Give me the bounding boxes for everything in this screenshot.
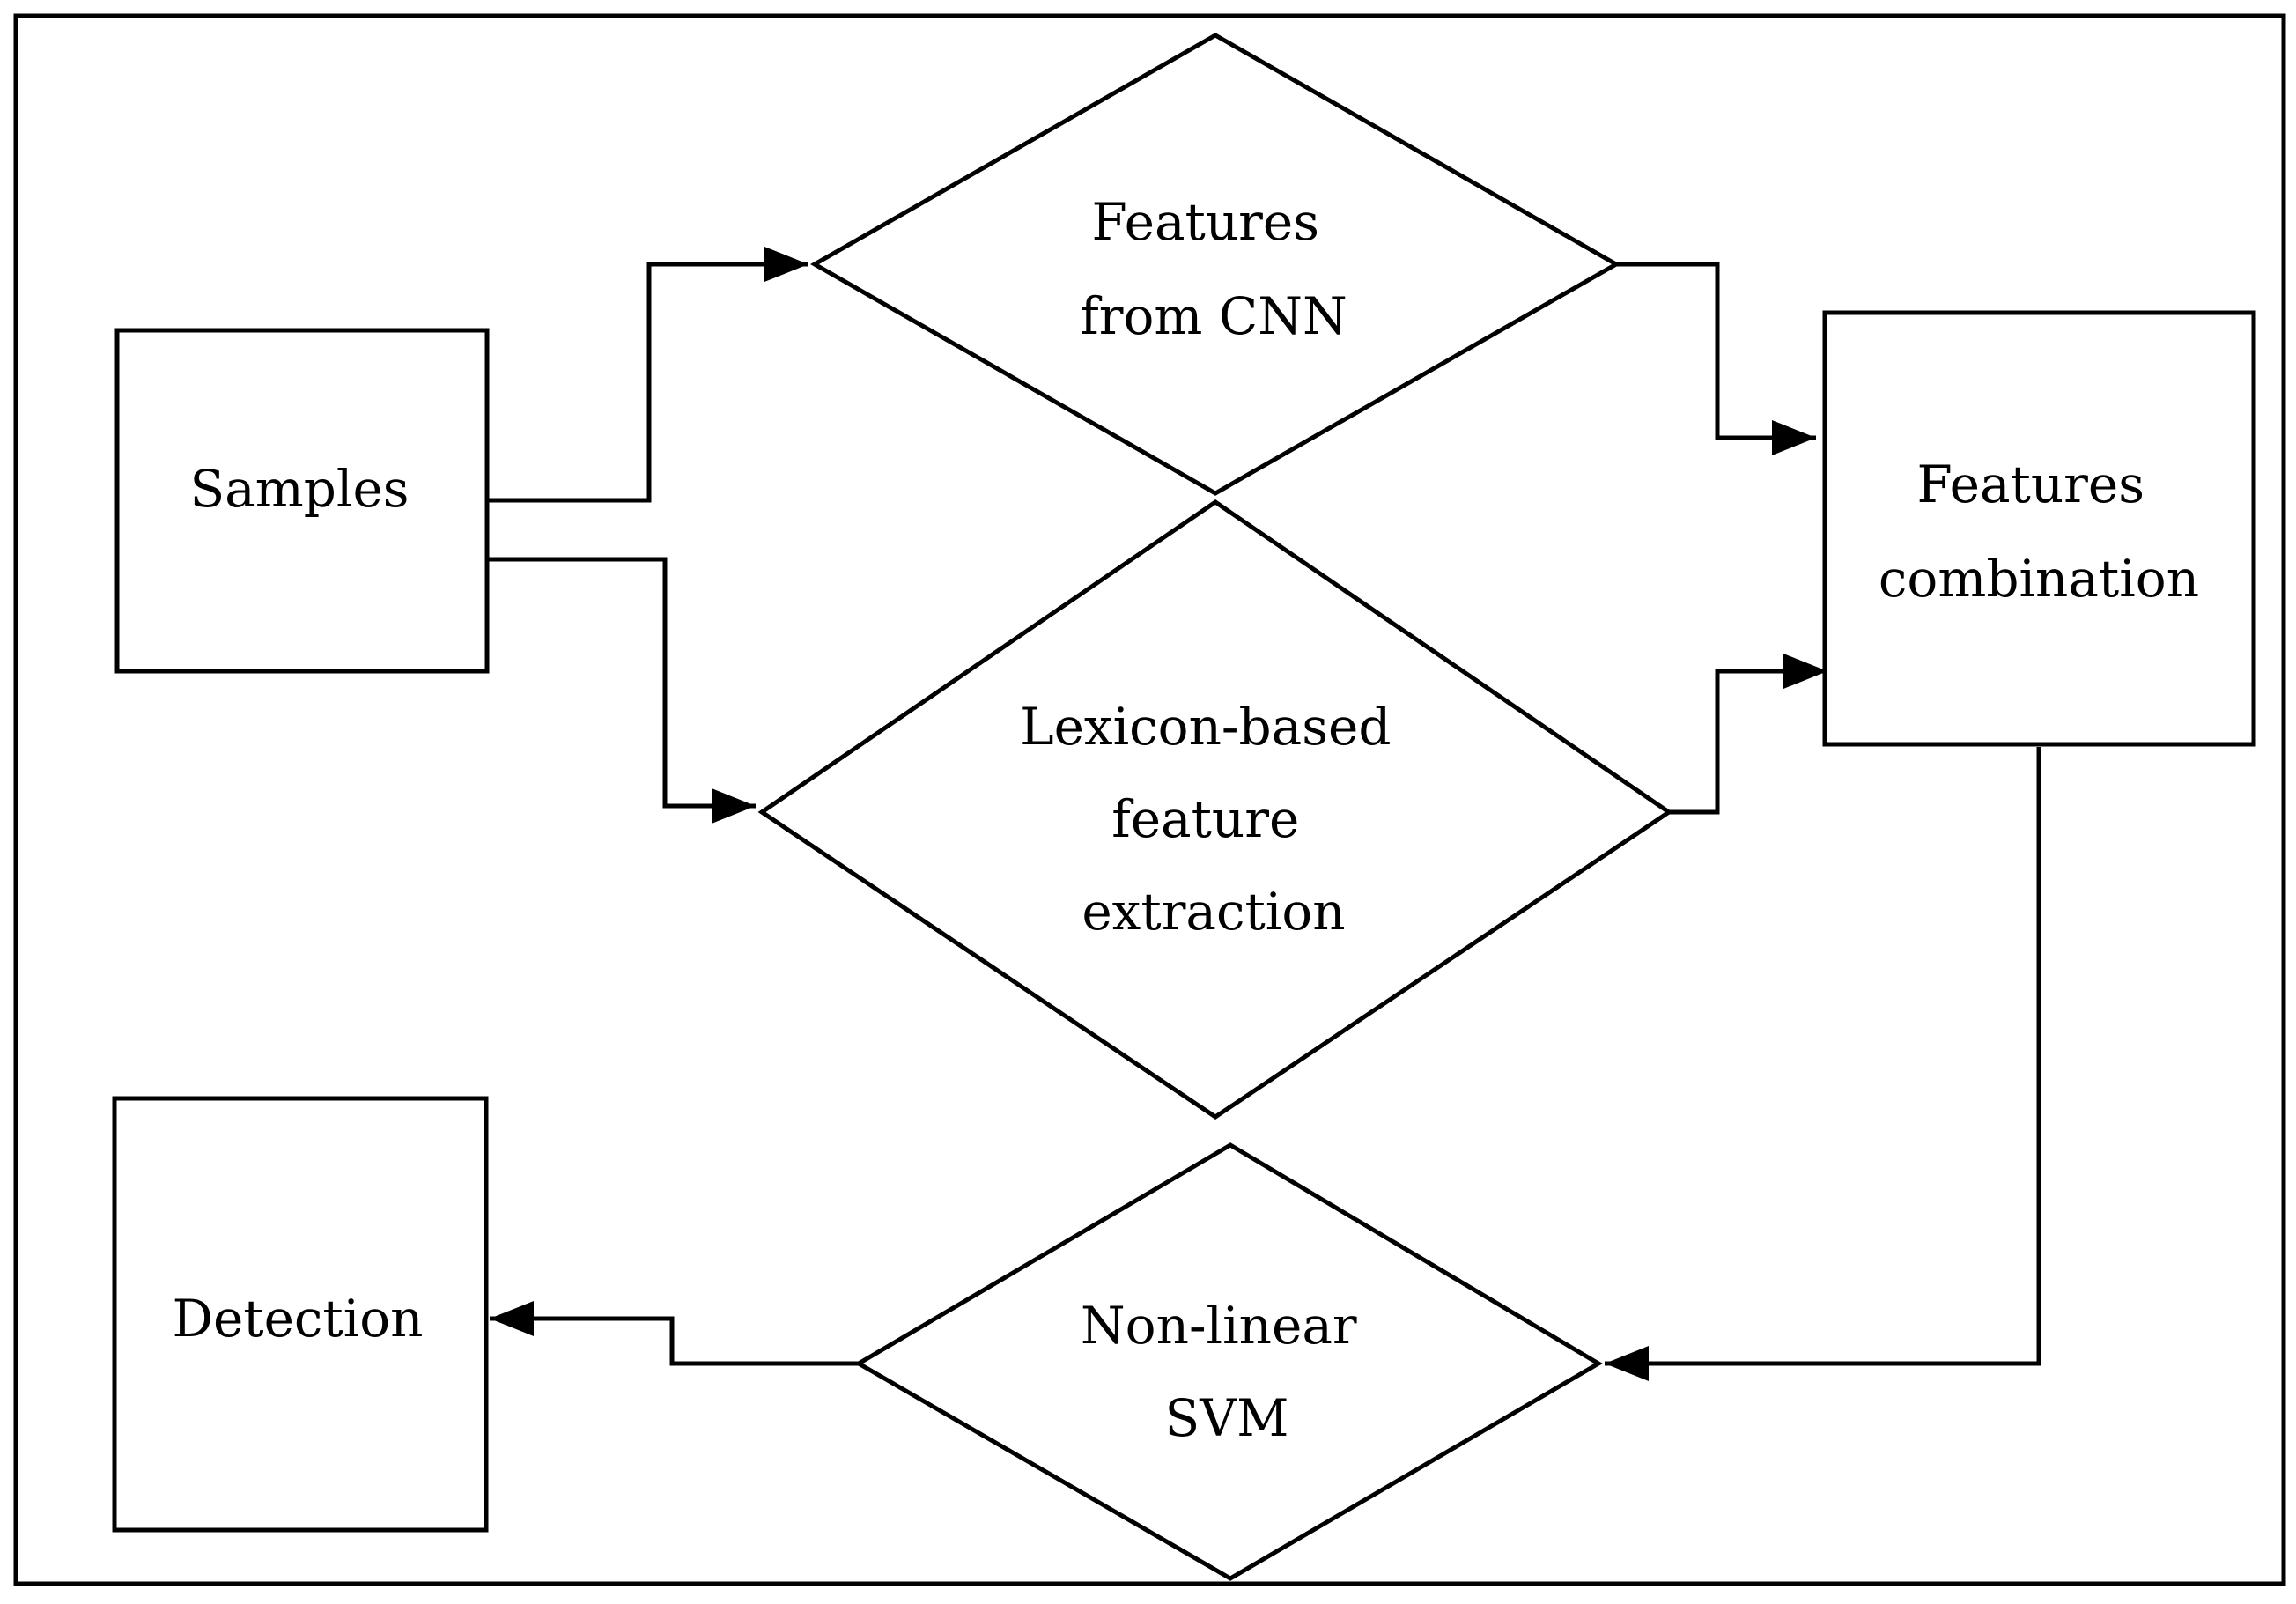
label-combination: Features combination (1879, 455, 2199, 609)
label-cnn: Features from CNN (1080, 192, 1347, 346)
label-lexicon-line-2: feature (1111, 789, 1299, 849)
node-detection-box (112, 1096, 489, 1533)
label-lexicon: Lexicon-based feature extraction (1020, 697, 1407, 942)
label-samples-line-1: Samples (189, 459, 409, 519)
label-detection: Detection (172, 1289, 423, 1349)
diagram-frame (13, 13, 2286, 1586)
label-svm-line-2: SVM (1164, 1388, 1288, 1448)
label-lexicon-line-1: Lexicon-based (1020, 697, 1391, 757)
label-cnn-line-1: Features (1092, 192, 1319, 252)
label-samples: Samples (189, 459, 409, 519)
node-samples-box (114, 328, 490, 674)
edge-samples-to-cnn (487, 247, 808, 503)
node-cnn-diamond (809, 33, 1621, 496)
label-lexicon-line-3: extraction (1082, 882, 1345, 942)
node-combination-box (1822, 310, 2256, 747)
edge-combination-to-svm (1605, 747, 2041, 1381)
label-combination-line-2: combination (1879, 549, 2199, 609)
label-combination-line-1: Features (1917, 455, 2145, 514)
node-svm-diamond (854, 1142, 1603, 1581)
edge-svm-to-detection (490, 1301, 859, 1366)
node-lexicon-diamond (757, 499, 1673, 1120)
edge-samples-to-lexicon (487, 557, 756, 824)
edge-cnn-to-combination (1616, 262, 1816, 455)
label-detection-line-1: Detection (172, 1289, 423, 1349)
label-svm-line-1: Non-linear (1081, 1296, 1357, 1356)
edge-lexicon-to-combination (1669, 654, 1827, 815)
label-cnn-line-2: from CNN (1080, 286, 1347, 346)
label-svm: Non-linear SVM (1081, 1296, 1373, 1448)
